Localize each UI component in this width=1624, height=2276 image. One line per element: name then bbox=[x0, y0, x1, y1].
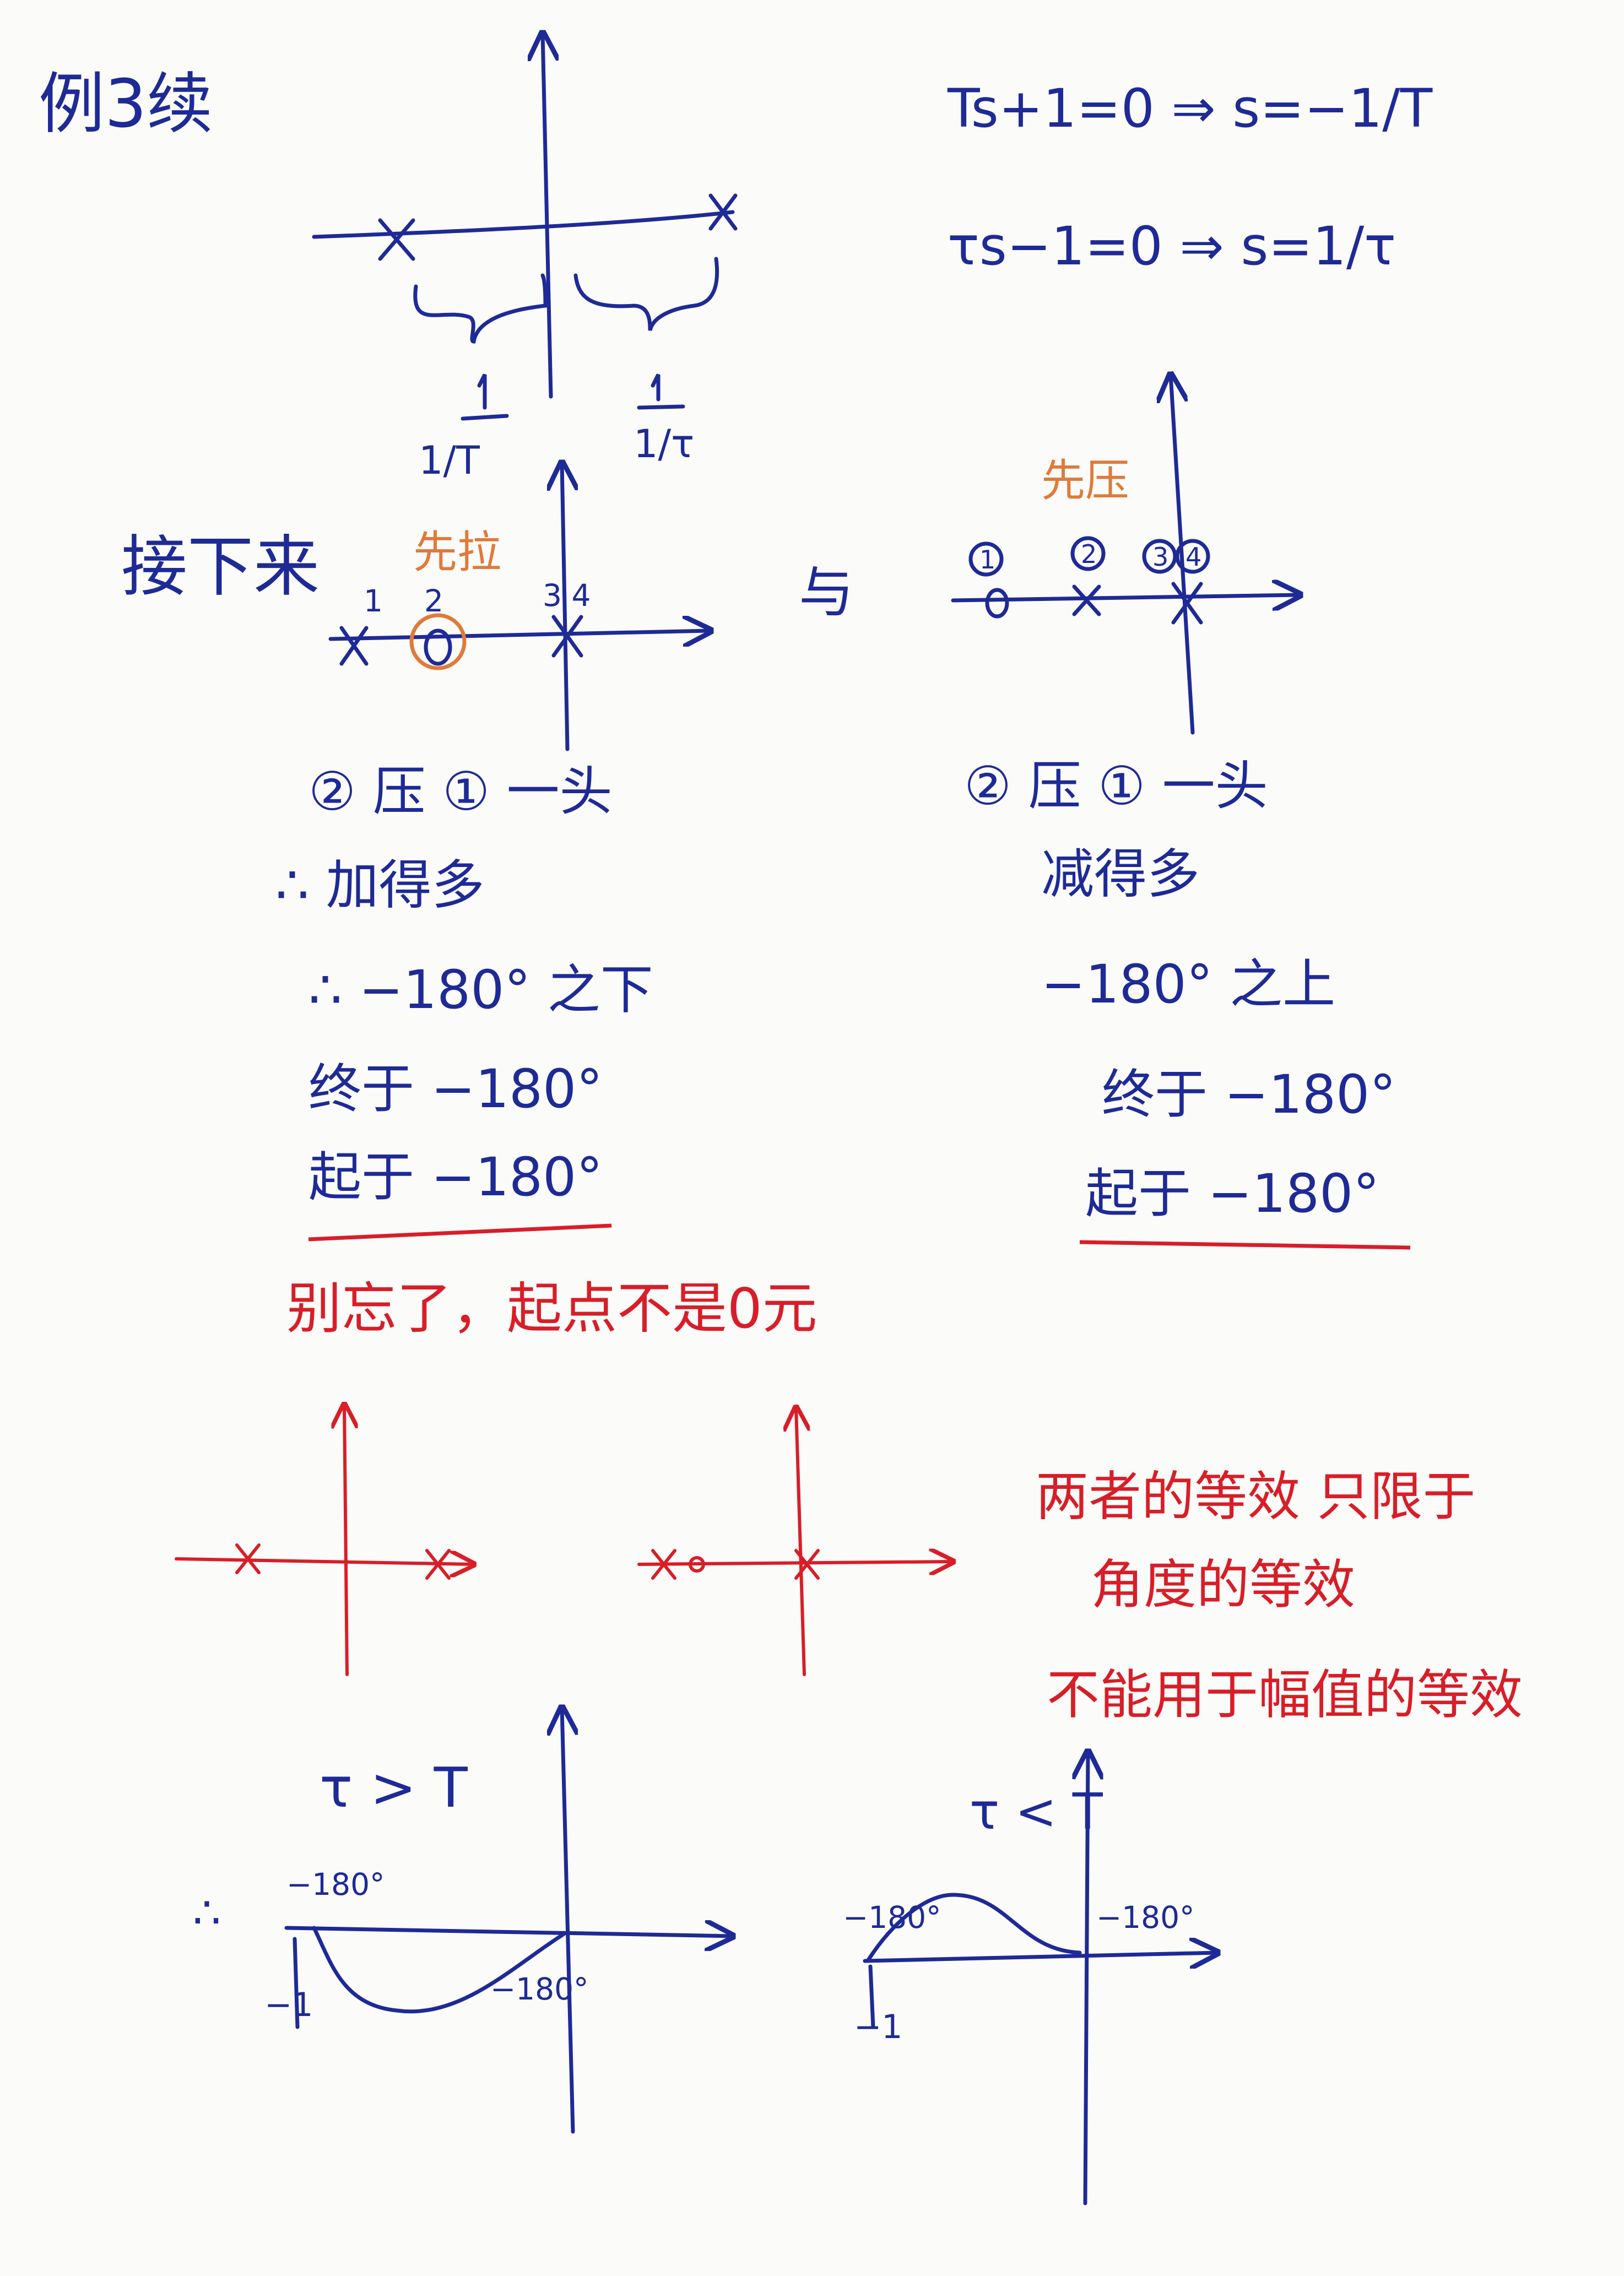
circle-label-4: 4 bbox=[1185, 542, 1201, 572]
curve bbox=[865, 1893, 1082, 1963]
red-diagram-left bbox=[175, 1405, 474, 1676]
y-axis bbox=[543, 33, 551, 399]
pole-1 bbox=[339, 626, 369, 666]
left-line-2: ∴ 加得多 bbox=[275, 854, 485, 916]
point-label-1: 1 bbox=[364, 583, 383, 619]
real-axis bbox=[328, 631, 711, 639]
red-reminder: 别忘了，起点不是0元 bbox=[286, 1276, 818, 1341]
orange-highlight-circle bbox=[409, 613, 467, 670]
zero-2 bbox=[424, 628, 452, 666]
left-line-1: ② 压 ① 一头 bbox=[308, 761, 613, 822]
title-tau-gt-T: τ > T bbox=[320, 1755, 468, 1820]
plot-tau-gt-T bbox=[284, 1708, 733, 2134]
section-3: τ > T ∴ −180° −180° −1 τ < T −180° −180°… bbox=[193, 1708, 1217, 2205]
real-axis-line bbox=[312, 210, 735, 239]
frac-line-right bbox=[637, 404, 685, 410]
y-axis bbox=[796, 1407, 804, 1676]
red-conclusion-text: 两者的等效 只限于 角度的等效 不能用于幅值的等效 bbox=[1036, 1466, 1523, 1726]
left-line-4: 终于 −180° bbox=[308, 1058, 603, 1120]
pole-diagram-1 bbox=[312, 33, 738, 421]
left-end-angle-label: −180° bbox=[490, 1971, 589, 2007]
red-text-line-2: 角度的等效 bbox=[1091, 1554, 1355, 1616]
orange-note-xian-ya: 先压 bbox=[1041, 455, 1129, 506]
pole-origin bbox=[794, 1549, 820, 1580]
y-axis bbox=[1171, 375, 1195, 735]
circle-1 bbox=[968, 541, 1004, 577]
minus-one-tick bbox=[868, 1964, 875, 2029]
circle-3 bbox=[1142, 539, 1177, 574]
y-axis bbox=[562, 463, 567, 751]
orange-note-xian-la: 先拉 bbox=[413, 527, 501, 578]
point-label-3-4: 3 4 bbox=[543, 578, 591, 613]
frac-line-left bbox=[461, 414, 509, 421]
right-line-2: 减得多 bbox=[1041, 843, 1200, 905]
pole-3-4 bbox=[551, 615, 583, 658]
x-axis bbox=[863, 1953, 1217, 1961]
frac-num-left bbox=[477, 373, 487, 410]
equation-2: τs−1=0 ⇒ s=1/τ bbox=[948, 215, 1396, 277]
x-axis bbox=[284, 1928, 733, 1936]
left-line-5: 起于 −180° bbox=[308, 1146, 603, 1208]
right-line-5: 起于 −180° bbox=[1085, 1163, 1379, 1224]
point-label-2: 2 bbox=[424, 583, 443, 619]
left-pole-zero-diagram bbox=[328, 463, 711, 751]
right-start-angle-label: −180° bbox=[843, 1900, 941, 1935]
left-notes-list: ② 压 ① 一头 ∴ 加得多 ∴ −180° 之下 终于 −180° 起于 −1… bbox=[275, 761, 653, 1242]
left-line-3: ∴ −180° 之下 bbox=[308, 959, 653, 1021]
equation-1: Ts+1=0 ⇒ s=−1/T bbox=[947, 78, 1433, 139]
pole-left bbox=[235, 1543, 261, 1574]
curve bbox=[312, 1926, 567, 2014]
real-axis bbox=[637, 1562, 953, 1564]
pole-marker-right bbox=[708, 193, 738, 231]
right-notes-list: ② 压 ① 一头 减得多 −180° 之上 终于 −180° 起于 −180° bbox=[964, 755, 1411, 1250]
brace-left bbox=[413, 273, 548, 344]
real-axis bbox=[951, 595, 1300, 600]
jie-xia-lai-text: 接下来 bbox=[121, 529, 320, 605]
circle-label-3: 3 bbox=[1152, 542, 1168, 572]
pole-marker-left bbox=[378, 218, 415, 261]
brace-right bbox=[573, 257, 719, 331]
right-line-3: −180° 之上 bbox=[1041, 953, 1335, 1015]
therefore-symbol: ∴ bbox=[193, 1887, 221, 1938]
section-1: 例3续 1/T 1/τ Ts+1=0 ⇒ s=−1/T τs−1=0 ⇒ s=1… bbox=[39, 33, 1433, 483]
y-axis bbox=[344, 1405, 347, 1676]
zero-1 bbox=[985, 588, 1009, 619]
circle-label-2: 2 bbox=[1081, 539, 1097, 569]
minus-one-tick bbox=[293, 1937, 300, 2029]
plot-tau-lt-T bbox=[863, 1752, 1217, 2205]
red-text-line-3: 不能用于幅值的等效 bbox=[1047, 1664, 1523, 1726]
title-tau-lt-T: τ < T bbox=[970, 1783, 1103, 1841]
y-axis bbox=[1085, 1752, 1088, 2205]
title-text: 例3续 bbox=[39, 66, 213, 143]
left-underline bbox=[308, 1223, 612, 1242]
left-minus-one-label: −1 bbox=[264, 1986, 313, 2024]
pole-left bbox=[651, 1549, 676, 1580]
pole-2 bbox=[1072, 584, 1101, 616]
label-1-over-T: 1/T bbox=[419, 438, 480, 483]
right-minus-one-label: −1 bbox=[854, 2008, 902, 2046]
real-axis bbox=[175, 1559, 474, 1564]
left-start-angle-label: −180° bbox=[286, 1867, 385, 1902]
y-axis bbox=[562, 1708, 573, 2134]
circle-2 bbox=[1070, 536, 1106, 571]
red-text-line-1: 两者的等效 只限于 bbox=[1036, 1466, 1476, 1527]
right-pole-zero-diagram bbox=[951, 375, 1300, 735]
right-underline bbox=[1079, 1240, 1411, 1250]
right-line-1: ② 压 ① 一头 bbox=[964, 755, 1268, 817]
connector-yu: 与 bbox=[799, 560, 854, 625]
circle-label-1: 1 bbox=[979, 545, 995, 575]
red-diagrams bbox=[175, 1405, 953, 1676]
pole-3-4 bbox=[1171, 582, 1203, 625]
circle-4 bbox=[1175, 539, 1210, 574]
red-diagram-right bbox=[637, 1407, 953, 1676]
zero-left bbox=[689, 1556, 705, 1573]
pole-right bbox=[425, 1549, 451, 1580]
section-2: 接下来 先拉 1 2 3 4 与 1 2 3 4 bbox=[121, 375, 1411, 1341]
label-1-over-tau: 1/τ bbox=[634, 421, 694, 467]
right-line-4: 终于 −180° bbox=[1102, 1064, 1396, 1125]
right-end-angle-label: −180° bbox=[1096, 1900, 1195, 1935]
frac-num-right bbox=[651, 373, 661, 402]
